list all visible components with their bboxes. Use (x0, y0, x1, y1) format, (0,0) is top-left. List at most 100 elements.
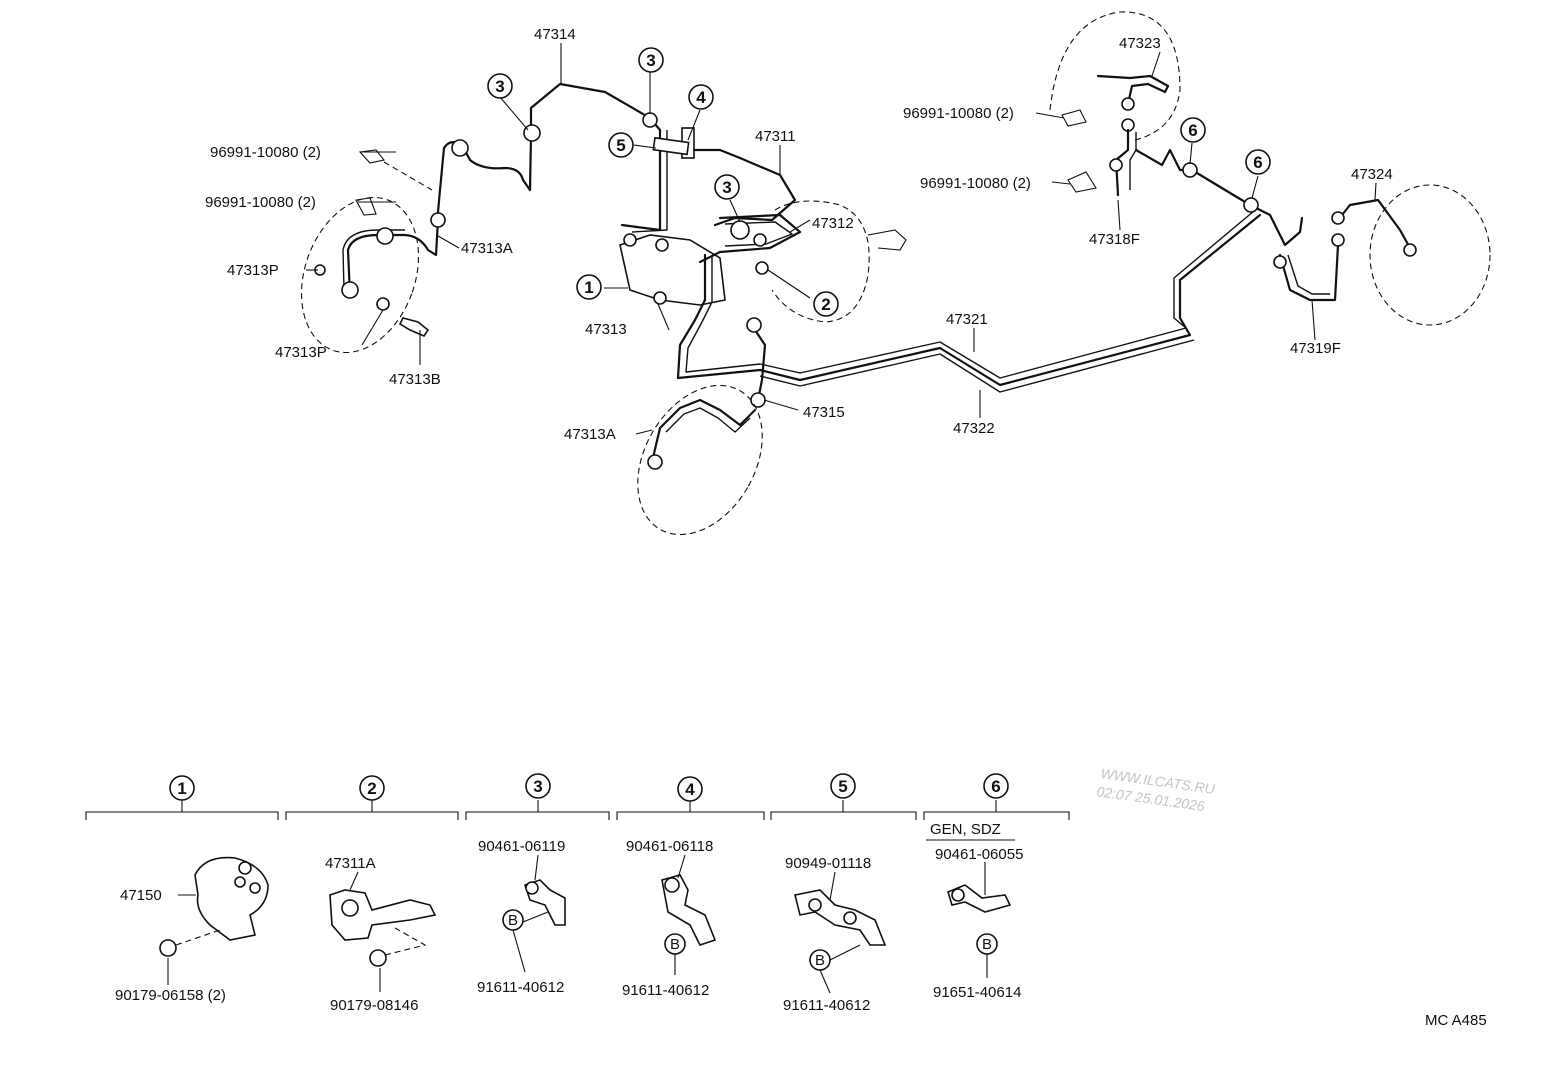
callout-6-a: 6 (1180, 117, 1206, 143)
clip-leader-a (383, 161, 433, 191)
legend-2-part-a: 47311A (325, 855, 376, 872)
label-clip-left-2: 96991-10080 (2) (205, 194, 316, 211)
master-cylinder-group (619, 148, 1262, 408)
legend-5-part-b: 91611-40612 (783, 997, 870, 1014)
fitting-47323 (1121, 97, 1135, 111)
svg-text:B: B (815, 952, 825, 969)
nut-90179-08146 (369, 949, 387, 967)
svg-text:3: 3 (722, 178, 731, 197)
booster-bracket (867, 229, 907, 251)
label-47312: 47312 (812, 215, 854, 232)
clip-left-b (355, 197, 377, 216)
tube-47321 (759, 339, 1195, 393)
tube-47314-group (523, 82, 695, 233)
nut-90179-06158 (159, 939, 177, 957)
legend-callout-4: 4 (677, 776, 703, 802)
tube-47312 (698, 213, 802, 264)
svg-text:6: 6 (1253, 153, 1262, 172)
tube-47324 (1336, 198, 1412, 250)
tube-down-rear (676, 213, 1262, 387)
tube-47314-left-end (436, 133, 533, 214)
clamp-3b (642, 112, 658, 128)
legend-6-part-b: 91651-40614 (933, 984, 1021, 1001)
legend: 1 2 3 4 5 6 47150 90179-06158 (2) 47311A… (85, 773, 1070, 1014)
label-47322: 47322 (953, 420, 995, 437)
clamp-3c (730, 220, 750, 240)
label-47313b: 47313B (389, 371, 441, 388)
legend-1-part-b: 90179-06158 (2) (115, 987, 226, 1004)
legend-3-part-a: 90461-06119 (478, 838, 565, 855)
label-47313p-1: 47313P (227, 262, 279, 279)
label-47313a-front: 47313A (461, 240, 513, 257)
clamp-6b (1243, 197, 1259, 213)
proportioning-valve-47150-body (619, 234, 726, 306)
legend-callout-3: 3 (525, 773, 551, 799)
legend-6-note: GEN, SDZ (930, 821, 1001, 838)
rear-far-brake-outline (1369, 184, 1491, 326)
svg-text:3: 3 (646, 51, 655, 70)
label-47319f: 47319F (1290, 340, 1341, 357)
svg-text:B: B (670, 936, 680, 953)
hose-union (430, 212, 446, 228)
label-47318f: 47318F (1089, 231, 1140, 248)
svg-text:1: 1 (584, 278, 593, 297)
flexible-hose-47313a-rear-b (665, 407, 751, 433)
rear-upper-wheel-group (1049, 11, 1304, 247)
legend-4-part-a: 90461-06118 (626, 838, 713, 855)
flexible-hose-inner (342, 229, 405, 291)
callout-3-mid: 3 (638, 47, 664, 73)
fitting-47318f (1109, 158, 1123, 172)
legend-3-part-b: 91611-40612 (477, 979, 564, 996)
label-47311: 47311 (755, 128, 796, 145)
fitting-47324-b (1403, 243, 1417, 257)
legend-callout-5: 5 (830, 773, 856, 799)
tube-down-rear-parallel (685, 210, 1255, 379)
label-47321: 47321 (946, 311, 988, 328)
clip-right-a (1061, 109, 1087, 127)
flexible-hose-47313a-rear (650, 398, 757, 464)
callout-3-left: 3 (487, 73, 513, 99)
front-right-wheel-group (637, 384, 763, 536)
callout-6-b: 6 (1245, 149, 1271, 175)
hose-47318f-b (1129, 132, 1137, 190)
label-47313p-2: 47313P (275, 344, 327, 361)
svg-text:4: 4 (696, 88, 706, 107)
clamp-90461-06118-drawing (661, 874, 717, 946)
clamp-90949-01118-drawing (794, 889, 887, 946)
clip-left-a (358, 149, 385, 164)
label-47315: 47315 (803, 404, 845, 421)
hose-47319f-b (1287, 254, 1330, 295)
rear-far-wheel-group (1273, 184, 1491, 326)
svg-text:5: 5 (616, 136, 625, 155)
callout-2: 2 (813, 291, 839, 317)
fitting-47315-b (750, 392, 766, 408)
clamp-6a (1182, 162, 1198, 178)
fitting-47319f-b (1331, 233, 1345, 247)
label-clip-right-1: 96991-10080 (2) (903, 105, 1014, 122)
hose-fitting (376, 227, 394, 245)
fitting-47319f (1273, 255, 1287, 269)
legend-2-part-b: 90179-08146 (330, 997, 418, 1014)
tube-47311 (692, 148, 797, 227)
svg-text:2: 2 (367, 779, 376, 798)
svg-text:6: 6 (991, 777, 1000, 796)
svg-text:B: B (982, 936, 992, 953)
svg-text:3: 3 (495, 77, 504, 96)
label-47313: 47313 (585, 321, 627, 338)
fitting-47324 (1331, 211, 1345, 225)
tube-47323 (1096, 74, 1170, 106)
hose-47319f (1278, 243, 1340, 302)
callout-3-mc: 3 (714, 174, 740, 200)
clamp-5 (652, 136, 690, 156)
fitting-mc-e (653, 291, 667, 305)
svg-text:5: 5 (838, 777, 847, 796)
legend-4-part-b: 91611-40612 (622, 982, 709, 999)
svg-text:3: 3 (533, 777, 542, 796)
label-47323: 47323 (1119, 35, 1161, 52)
label-clip-right-2: 96991-10080 (2) (920, 175, 1031, 192)
tube-47312-b (724, 221, 793, 247)
callout-5: 5 (608, 132, 634, 158)
tube-47314 (529, 82, 662, 232)
rear-upper-brake-outline (1049, 11, 1181, 141)
